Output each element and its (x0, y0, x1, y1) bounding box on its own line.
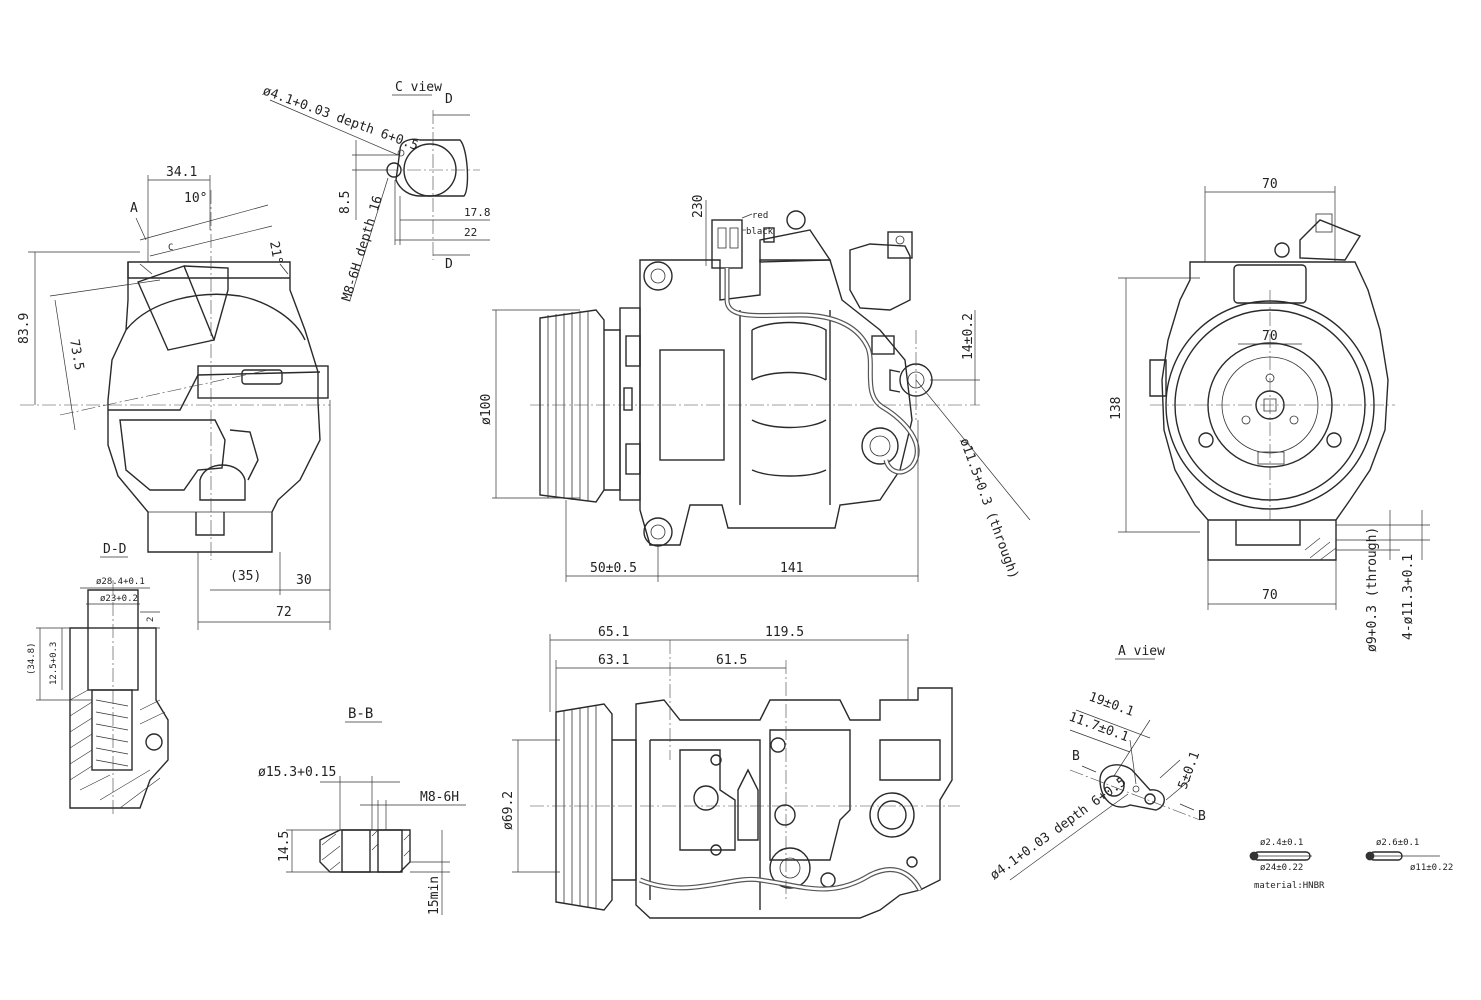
dim-23: ø23+0.2 (100, 594, 138, 604)
dim-4-11-3: 4-ø11.3+0.1 (1401, 554, 1416, 640)
dim-69-2: ø69.2 (501, 791, 516, 830)
dim-63-1: 63.1 (598, 653, 629, 668)
angle-10: 10° (184, 191, 207, 206)
wire-black: black (746, 227, 774, 237)
dim-72: 72 (276, 605, 292, 620)
material-label: material:HNBR (1254, 881, 1325, 891)
wire-red: red (752, 211, 768, 221)
b-b-title: B-B (348, 706, 373, 722)
dim-100: ø100 (479, 394, 494, 425)
dim-14-5: 14.5 (277, 831, 292, 862)
dim-12-5: 12.5+0.3 (49, 642, 59, 685)
c-view: C view D D ø4.1+0.03 depth 6+0.5 M8-6H d… (261, 80, 491, 303)
left-side-view: 34.1 10° 21° A C 83.9 73.5 (35) 30 72 (17, 165, 331, 630)
a-view: A view B B 19±0.1 11.7±0.1 5±0.1 ø4.1+0.… (988, 644, 1206, 883)
right-end-view: 70 70 138 70 ø9+0.3 (through) 4-ø11.3+0.… (1109, 177, 1430, 652)
dim-17-8: 17.8 (464, 206, 491, 219)
b-b-section: B-B ø15.3+0.15 M8-6H 14.5 15min (258, 706, 466, 915)
dim-5: 5±0.1 (1176, 749, 1203, 791)
c-view-title: C view (395, 80, 442, 95)
dim-35: (35) (230, 569, 261, 584)
dim-61-5: 61.5 (716, 653, 747, 668)
dim-19: 19±0.1 (1087, 690, 1136, 720)
dim-14: 14±0.2 (961, 313, 976, 360)
angle-21: 21° (266, 240, 285, 266)
dim-2: 2 (146, 617, 156, 622)
ring2-cs: ø2.6±0.1 (1376, 838, 1419, 848)
d-d-section: D-D ø28.4+0.1 ø23+0.2 2 (34.8) 12.5+0.3 (27, 542, 169, 815)
dim-15min: 15min (427, 876, 442, 915)
c-view-d-top: D (445, 92, 453, 107)
mark-c: C (168, 243, 173, 253)
dim-65-1: 65.1 (598, 625, 629, 640)
a-view-title: A view (1118, 644, 1165, 659)
dim-50: 50±0.5 (590, 561, 637, 576)
c-view-d-bottom: D (445, 257, 453, 272)
dim-138: 138 (1109, 397, 1124, 420)
dim-30: 30 (296, 573, 312, 588)
ring2-id: ø11±0.22 (1410, 863, 1453, 873)
d-d-title: D-D (103, 542, 127, 557)
ring1-id: ø24±0.22 (1260, 863, 1303, 873)
dim-141: 141 (780, 561, 803, 576)
mark-a: A (130, 201, 138, 216)
o-rings: ø2.4±0.1 ø24±0.22 material:HNBR ø2.6±0.1… (1249, 838, 1453, 891)
dim-70-inner: 70 (1262, 329, 1278, 344)
dim-119-5: 119.5 (765, 625, 804, 640)
dim-22: 22 (464, 226, 477, 239)
dim-73-5: 73.5 (66, 338, 86, 371)
dim-70-bottom: 70 (1262, 588, 1278, 603)
dim-9: ø9+0.3 (through) (1365, 527, 1380, 652)
dim-8-5: 8.5 (338, 191, 353, 214)
dim-m8: M8-6H (420, 790, 459, 805)
dim-34-8: (34.8) (27, 642, 37, 675)
a-view-b-left: B (1072, 749, 1080, 764)
dim-70-top: 70 (1262, 177, 1278, 192)
a-view-b-right: B (1198, 809, 1206, 824)
main-front-view: 230 red black 14±0.2 ø100 ø11.5+0.3 (thr… (479, 195, 1031, 582)
hole-a: ø4.1+0.03 depth 6+0.5 (988, 774, 1130, 883)
dim-11-5: ø11.5+0.3 (through) (956, 436, 1021, 581)
dim-15-3: ø15.3+0.15 (258, 765, 336, 780)
dim-230: 230 (691, 195, 706, 218)
dim-28-4: ø28.4+0.1 (96, 577, 145, 587)
dim-83-9: 83.9 (17, 313, 32, 344)
dim-34-1: 34.1 (166, 165, 197, 180)
bottom-top-view: 65.1 63.1 119.5 61.5 ø69.2 (501, 625, 960, 919)
ring1-cs: ø2.4±0.1 (1260, 838, 1303, 848)
